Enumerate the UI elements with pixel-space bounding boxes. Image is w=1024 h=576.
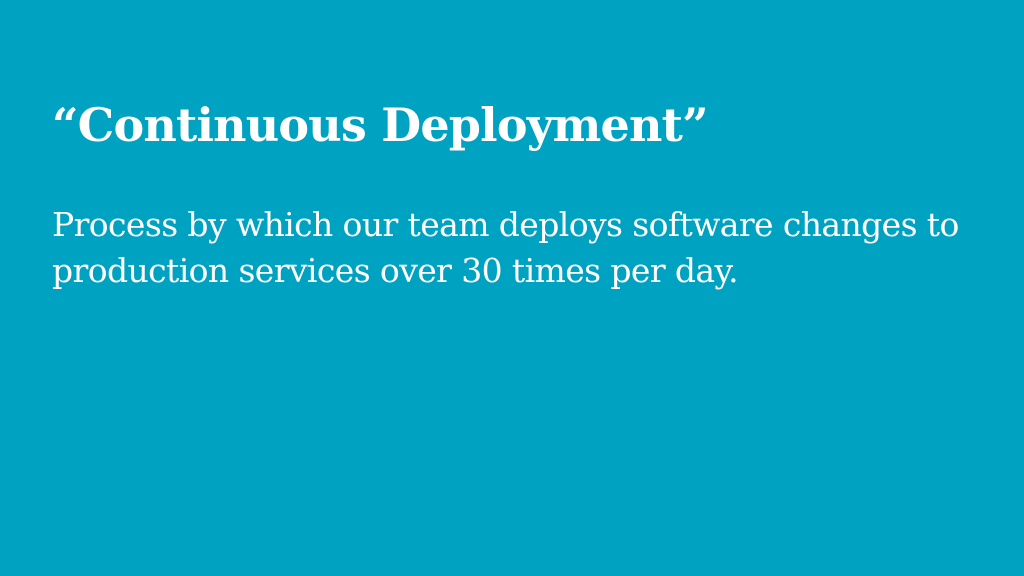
- slide-body-text: Process by which our team deploys softwa…: [52, 205, 959, 290]
- slide-title: “Continuous Deployment”: [52, 98, 709, 152]
